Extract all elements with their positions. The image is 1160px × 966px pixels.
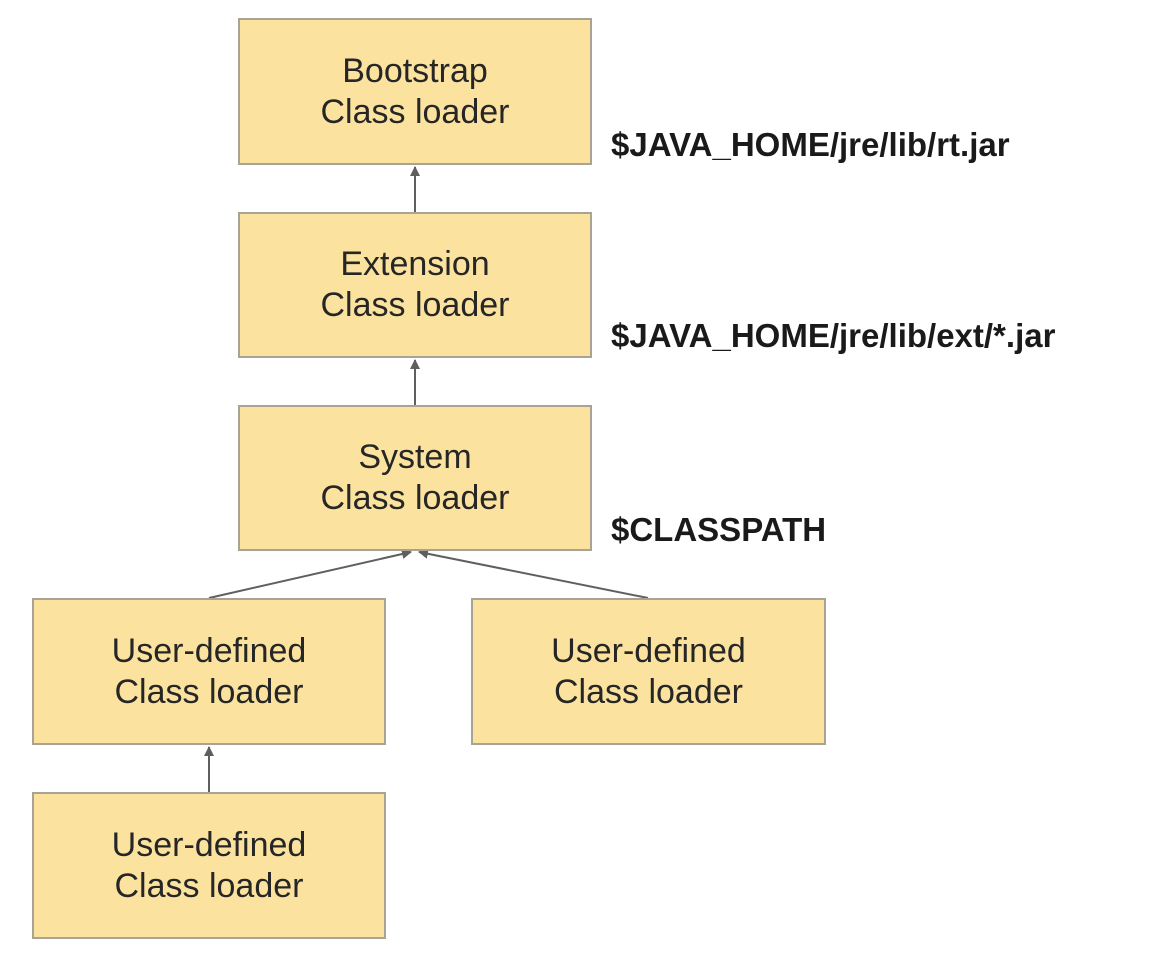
edge-user2-to-system: [418, 548, 649, 599]
user-defined-class-loader-node-3: User-defined Class loader: [32, 792, 386, 939]
node-subtitle: Class loader: [554, 672, 743, 711]
node-title: User-defined: [111, 825, 307, 864]
user-defined-class-loader-node-1: User-defined Class loader: [32, 598, 386, 745]
classpath-label: $CLASSPATH: [611, 511, 827, 548]
system-class-loader-node: System Class loader: [238, 405, 592, 551]
node-title: Bootstrap: [342, 51, 488, 90]
node-subtitle: Class loader: [320, 479, 510, 517]
bootstrap-path-label: $JAVA_HOME/jre/lib/rt.jar: [611, 126, 1010, 163]
node-title: Extension: [340, 245, 490, 283]
node-subtitle: Class loader: [320, 92, 510, 131]
extension-path-label: $JAVA_HOME/jre/lib/ext/*.jar: [611, 317, 1056, 354]
node-title: System: [358, 438, 472, 476]
node-title: User-defined: [551, 631, 746, 670]
edge-user1-to-system: [208, 549, 412, 599]
user-defined-class-loader-node-2: User-defined Class loader: [471, 598, 826, 745]
extension-class-loader-node: Extension Class loader: [238, 212, 592, 358]
node-subtitle: Class loader: [114, 672, 304, 711]
node-title: User-defined: [111, 631, 307, 670]
node-subtitle: Class loader: [320, 286, 510, 324]
bootstrap-class-loader-node: Bootstrap Class loader: [238, 18, 592, 165]
node-subtitle: Class loader: [114, 866, 304, 905]
